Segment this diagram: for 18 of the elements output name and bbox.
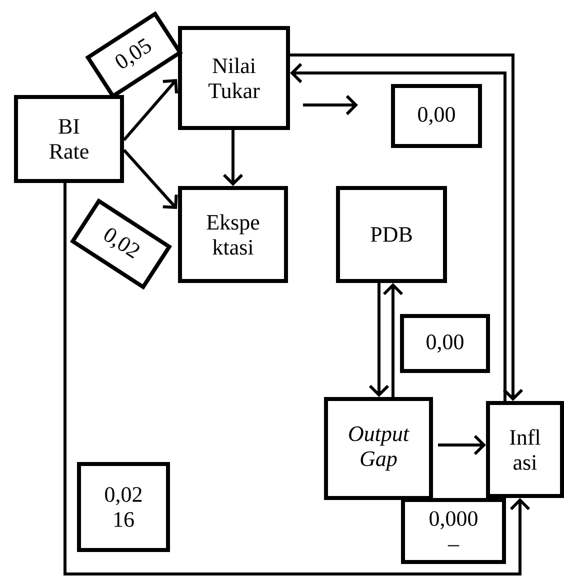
value-box: 0,00 [400, 314, 490, 373]
variable-box: BI Rate [14, 95, 124, 183]
value-box: 0,00 [391, 84, 482, 148]
variable-box: Output Gap [324, 397, 433, 500]
variable-box: Infl asi [486, 401, 564, 498]
variable-box: Nilai Tukar [178, 26, 290, 130]
variable-box: Ekspe ktasi [178, 186, 288, 283]
arrow [122, 149, 178, 209]
arrow [382, 283, 404, 397]
arrow [222, 130, 244, 186]
variable-box: PDB [336, 186, 447, 283]
value-box: 0,000 – [401, 498, 506, 564]
arrow [64, 183, 530, 576]
value-box: 0,02 16 [77, 462, 170, 552]
arrow [122, 79, 178, 141]
arrow [438, 434, 486, 456]
arrow [303, 94, 358, 116]
arrow [368, 283, 390, 397]
